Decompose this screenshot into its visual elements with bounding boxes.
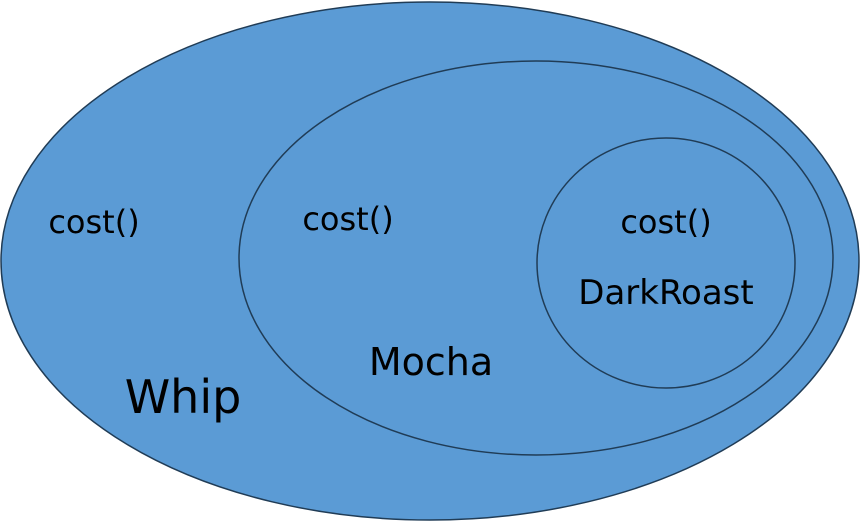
- whip-cost-label: cost(): [48, 203, 139, 241]
- mocha-name-label: Mocha: [369, 340, 493, 384]
- darkroast-ellipse: [536, 137, 796, 389]
- mocha-cost-label: cost(): [302, 200, 393, 238]
- whip-name-label: Whip: [125, 370, 242, 424]
- darkroast-cost-label: cost(): [620, 203, 711, 241]
- darkroast-name-label: DarkRoast: [578, 273, 753, 313]
